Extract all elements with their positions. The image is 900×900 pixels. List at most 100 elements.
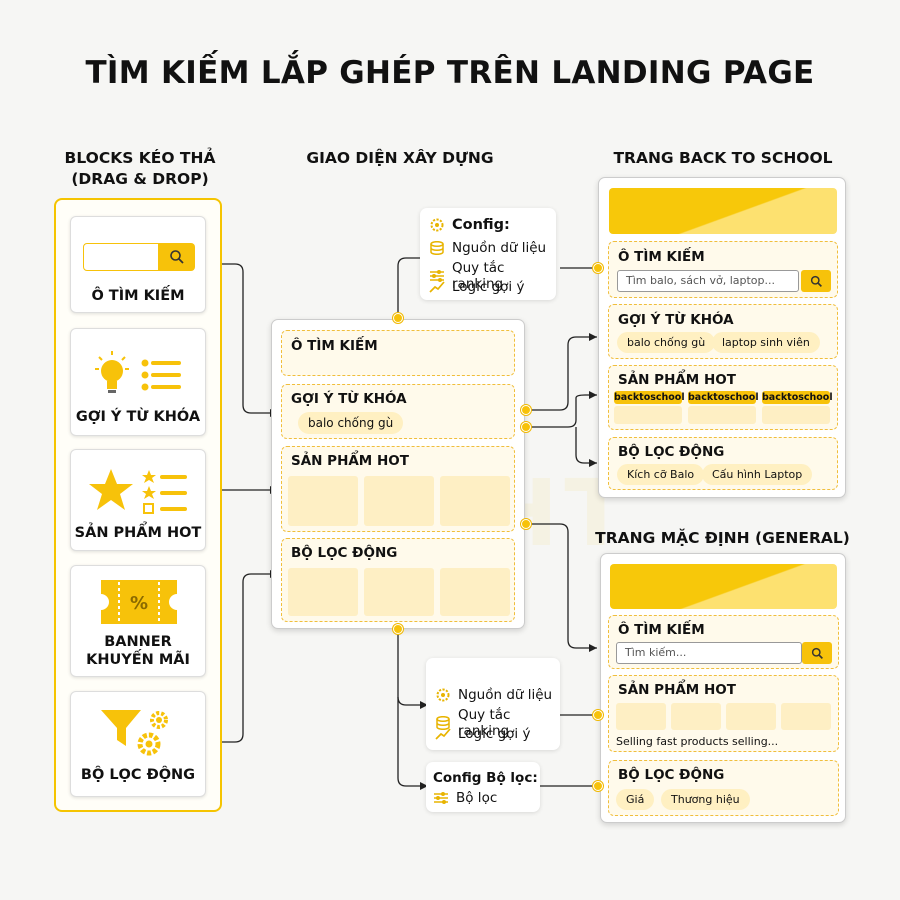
trend-icon [429, 281, 445, 293]
back-to-school-header: TRANG BACK TO SCHOOL [613, 149, 833, 167]
builder-section-label: GỢI Ý TỪ KHÓA [291, 391, 407, 407]
suggest-pill: balo chống gù [298, 412, 404, 434]
builder-section-label: SẢN PHẨM HOT [291, 453, 409, 469]
block-banner-label-line2: KHUYẾN MÃI [86, 652, 190, 668]
config-row-logic: Logic gợi ý [429, 279, 524, 295]
builder-canvas: Ô TÌM KIẾM GỢI Ý TỪ KHÓA balo chống gù S… [271, 319, 525, 629]
hot-tag: backtoschool [688, 391, 759, 404]
product-placeholder [614, 406, 682, 424]
general-search-input[interactable]: Tìm kiếm... [616, 642, 802, 664]
connector-dot [521, 519, 531, 529]
builder-section-suggest[interactable]: GỢI Ý TỪ KHÓA balo chống gù [281, 384, 515, 439]
bts-hot-label: SẢN PHẨM HOT [618, 372, 736, 388]
builder-section-search[interactable]: Ô TÌM KIẾM [281, 330, 515, 376]
blocks-column-header: BLOCKS KÉO THẢ (DRAG & DROP) [40, 148, 240, 190]
sliders-icon [434, 792, 448, 804]
config-title: Config: [452, 217, 510, 233]
config-item-label: Nguồn dữ liệu [452, 240, 547, 256]
filter-placeholder [288, 568, 358, 616]
config-card-bottom: Nguồn dữ liệu Quy tắc ranking Logic gợi … [426, 658, 560, 750]
block-hot-products[interactable]: SẢN PHẨM HOT [70, 449, 206, 551]
general-section-filter[interactable]: BỘ LỌC ĐỘNG Giá Thương hiệu [608, 760, 839, 816]
search-icon[interactable] [802, 642, 832, 664]
hot-tag: backtoschool [614, 391, 685, 404]
config-row-source: Nguồn dữ liệu [435, 687, 552, 703]
filter-pill[interactable]: Giá [616, 789, 655, 810]
search-input-icon [83, 243, 159, 271]
lightbulb-list-icon [95, 351, 181, 393]
block-keyword-suggest[interactable]: GỢI Ý TỪ KHÓA [70, 328, 206, 436]
config-item-label: Logic gợi ý [458, 726, 531, 742]
connector-dot [593, 263, 603, 273]
blocks-header-line2: (DRAG & DROP) [71, 170, 209, 188]
config-row-ranking: Quy tắc ranking [435, 707, 560, 739]
trend-icon [435, 728, 451, 740]
config-item-label: Logic gợi ý [452, 279, 525, 295]
general-page-header: TRANG MẶC ĐỊNH (GENERAL) [595, 529, 850, 547]
connector-dot [593, 781, 603, 791]
suggest-pill[interactable]: laptop sinh viên [712, 332, 820, 353]
block-banner-label: BANNER KHUYẾN MÃI [71, 633, 205, 669]
block-suggest-label: GỢI Ý TỪ KHÓA [75, 409, 201, 425]
back-to-school-page: Ô TÌM KIẾM Tìm balo, sách vở, laptop... … [598, 177, 846, 498]
block-search[interactable]: Ô TÌM KIẾM [70, 216, 206, 313]
hot-tag: backtoschool [762, 391, 833, 404]
product-placeholder [762, 406, 830, 424]
config-filter-item: Bộ lọc [456, 790, 498, 806]
product-placeholder [440, 476, 510, 526]
hero-banner [609, 188, 837, 234]
product-placeholder [616, 703, 666, 730]
filter-placeholder [364, 568, 434, 616]
connector-dot [521, 405, 531, 415]
general-section-hot[interactable]: SẢN PHẨM HOT Selling fast products selli… [608, 675, 839, 752]
config-item-label: Quy tắc ranking [458, 707, 511, 739]
filter-pill[interactable]: Kích cỡ Balo [617, 464, 705, 485]
suggest-pill[interactable]: balo chống gù [617, 332, 716, 353]
config-title-row: Config: [429, 217, 510, 233]
product-placeholder [364, 476, 434, 526]
block-hot-label: SẢN PHẨM HOT [74, 525, 202, 541]
bts-section-filter[interactable]: BỘ LỌC ĐỘNG Kích cỡ Balo Cấu hình Laptop [608, 437, 838, 490]
config-item-label: Quy tắc ranking [452, 260, 505, 292]
block-banner-label-line1: BANNER [104, 634, 172, 650]
bts-search-input[interactable]: Tìm balo, sách vở, laptop... [617, 270, 799, 292]
builder-section-filter[interactable]: BỘ LỌC ĐỘNG [281, 538, 515, 622]
config-row-ranking: Quy tắc ranking [429, 260, 556, 292]
bts-section-suggest[interactable]: GỢI Ý TỪ KHÓA balo chống gù laptop sinh … [608, 304, 838, 359]
funnel-gear-icon [101, 710, 168, 756]
config-card-top: Config: Nguồn dữ liệu Quy tắc ranking Lo… [420, 208, 556, 300]
filter-pill[interactable]: Thương hiệu [661, 789, 750, 810]
connector-dot [521, 422, 531, 432]
star-list-icon [89, 469, 187, 514]
general-search-label: Ô TÌM KIẾM [618, 622, 705, 638]
page-title: TÌM KIẾM LẮP GHÉP TRÊN LANDING PAGE [85, 55, 815, 91]
connector-dot [393, 624, 403, 634]
bts-section-search[interactable]: Ô TÌM KIẾM Tìm balo, sách vở, laptop... [608, 241, 838, 298]
block-promo-banner[interactable]: % BANNER KHUYẾN MÃI [70, 565, 206, 677]
config-filter-row: Bộ lọc [433, 790, 497, 806]
builder-section-label: Ô TÌM KIẾM [291, 338, 378, 354]
config-row-logic: Logic gợi ý [435, 726, 530, 742]
product-placeholder [671, 703, 721, 730]
sliders-icon [430, 270, 444, 282]
product-placeholder [688, 406, 756, 424]
bts-section-hot[interactable]: SẢN PHẨM HOT backtoschool backtoschool b… [608, 365, 838, 430]
builder-section-hot[interactable]: SẢN PHẨM HOT [281, 446, 515, 532]
search-icon [159, 243, 195, 271]
bts-suggest-label: GỢI Ý TỪ KHÓA [618, 312, 734, 328]
block-dynamic-filter[interactable]: BỘ LỌC ĐỘNG [70, 691, 206, 797]
general-page: Ô TÌM KIẾM Tìm kiếm... SẢN PHẨM HOT Sell… [600, 553, 846, 823]
search-icon[interactable] [801, 270, 831, 292]
config-filter-card: Config Bộ lọc: Bộ lọc [426, 762, 540, 812]
builder-column-header: GIAO DIỆN XÂY DỰNG [306, 149, 494, 167]
database-icon [436, 716, 450, 730]
config-filter-title: Config Bộ lọc: [433, 770, 538, 786]
blocks-header-line1: BLOCKS KÉO THẢ [64, 149, 216, 167]
hero-banner [610, 564, 837, 609]
general-hot-label: SẢN PHẨM HOT [618, 682, 736, 698]
general-section-search[interactable]: Ô TÌM KIẾM Tìm kiếm... [608, 615, 839, 669]
general-filter-label: BỘ LỌC ĐỘNG [618, 767, 725, 783]
database-icon [430, 241, 444, 255]
svg-text:%: % [130, 593, 148, 614]
filter-pill[interactable]: Cấu hình Laptop [702, 464, 813, 485]
